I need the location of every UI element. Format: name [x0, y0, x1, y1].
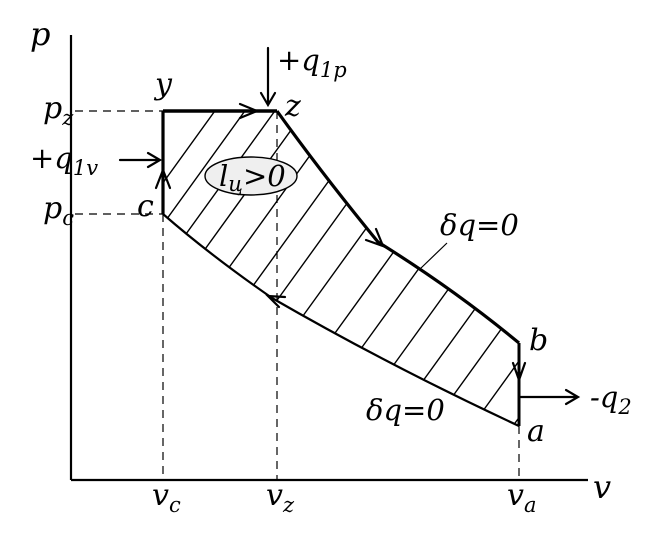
- q1p-arrow: [259, 46, 277, 108]
- y-axis-label: p: [30, 15, 50, 53]
- arrow-y-to-z: [238, 102, 260, 120]
- point-labels: y z c b a: [137, 67, 548, 449]
- q2-label: -q2: [590, 380, 632, 419]
- svg-text:lц>0: lц>0: [219, 159, 286, 196]
- va-label: va: [507, 478, 536, 517]
- pc-label: pc: [43, 191, 74, 230]
- work-area-hatching: [163, 111, 519, 426]
- pressure-labels: pz pc: [43, 91, 74, 230]
- expansion-adiabatic-label: δq=0: [440, 208, 519, 242]
- heat-arrows: [118, 46, 581, 406]
- work-label-ellipse: [204, 156, 298, 196]
- adiabatic-labels: δq=0 δq=0: [366, 208, 519, 427]
- vc-label: vc: [152, 478, 181, 517]
- cycle-outline: [161, 109, 521, 427]
- work-label-sub: ц: [228, 172, 243, 196]
- direction-arrows: [154, 102, 527, 384]
- pz-label: pz: [43, 91, 74, 130]
- point-c-label: c: [137, 189, 154, 224]
- arrow-z-to-b: [364, 227, 385, 248]
- expansion-label-leader: [419, 242, 448, 270]
- axes: p v: [30, 15, 611, 506]
- arrow-b-to-a: [511, 361, 527, 384]
- point-z-label: z: [284, 89, 301, 124]
- compression-adiabatic-label: δq=0: [366, 393, 445, 427]
- x-axis-label: v: [593, 468, 611, 506]
- vz-label: vz: [266, 478, 295, 517]
- heat-labels: +q1v +q1p -q2: [30, 43, 632, 419]
- arrow-a-to-c: [265, 294, 287, 309]
- adiabatic-expansion-z-b: [275, 110, 521, 345]
- reference-lines: [75, 110, 520, 480]
- arrow-c-to-y: [154, 166, 172, 190]
- point-b-label: b: [529, 323, 548, 358]
- q1v-label: +q1v: [30, 141, 98, 180]
- adiabatic-compression-a-c: [162, 213, 520, 427]
- q1p-label: +q1p: [277, 43, 347, 82]
- work-label-relation: >0: [243, 159, 286, 193]
- q2-arrow: [517, 388, 581, 406]
- q1v-arrow: [118, 151, 163, 169]
- work-label-main: l: [219, 159, 228, 193]
- volume-labels: vc vz va: [152, 478, 536, 517]
- work-label: lц>0: [204, 156, 298, 196]
- point-a-label: a: [527, 414, 545, 449]
- point-y-label: y: [153, 67, 173, 102]
